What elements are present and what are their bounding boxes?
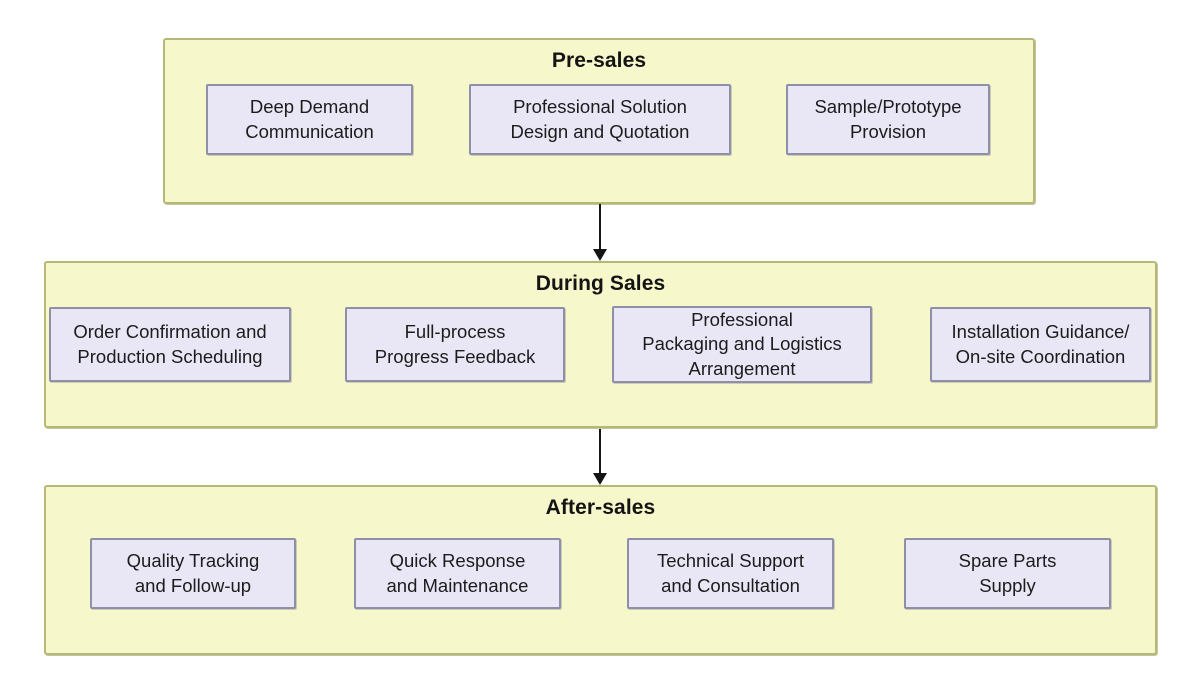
- node-progress-feedback: Full-process Progress Feedback: [345, 307, 565, 382]
- node-technical-support-consultation: Technical Support and Consultation: [627, 538, 834, 609]
- node-spare-parts-supply: Spare Parts Supply: [904, 538, 1111, 609]
- arrow-duringsales-to-aftersales: [593, 429, 607, 485]
- node-quick-response-maintenance: Quick Response and Maintenance: [354, 538, 561, 609]
- stage-during-sales: During Sales Order Confirmation and Prod…: [44, 261, 1157, 428]
- node-packaging-logistics: Professional Packaging and Logistics Arr…: [612, 306, 872, 383]
- node-quality-tracking-followup: Quality Tracking and Follow-up: [90, 538, 296, 609]
- arrow-presales-to-duringsales: [593, 204, 607, 261]
- stage-after-sales: After-sales Quality Tracking and Follow-…: [44, 485, 1157, 655]
- stage-presales: Pre-sales Deep Demand Communication Prof…: [163, 38, 1035, 204]
- node-order-confirmation-scheduling: Order Confirmation and Production Schedu…: [49, 307, 291, 382]
- stage-title-during-sales: During Sales: [535, 272, 666, 295]
- node-sample-prototype-provision: Sample/Prototype Provision: [786, 84, 990, 155]
- stage-title-after-sales: After-sales: [545, 496, 656, 519]
- node-installation-guidance: Installation Guidance/ On-site Coordinat…: [930, 307, 1151, 382]
- node-solution-design-quotation: Professional Solution Design and Quotati…: [469, 84, 731, 155]
- stage-title-presales: Pre-sales: [551, 49, 647, 72]
- node-deep-demand-communication: Deep Demand Communication: [206, 84, 413, 155]
